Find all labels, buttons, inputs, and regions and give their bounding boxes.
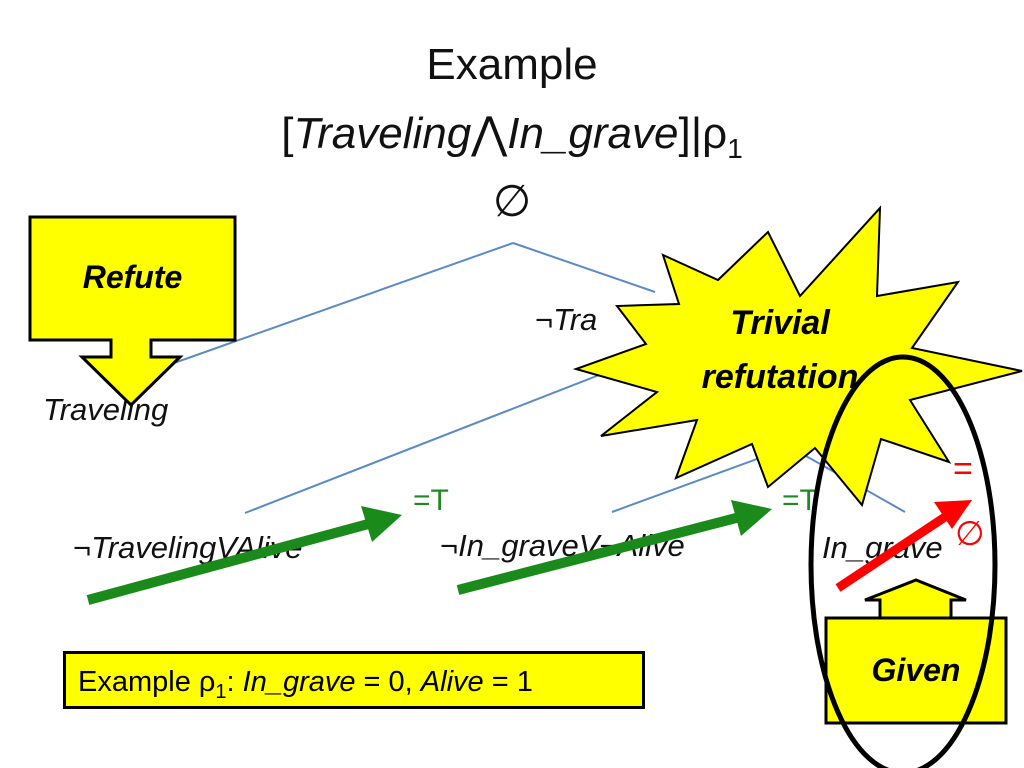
title-term-in-grave: In_grave	[507, 109, 679, 158]
caption-colon: :	[226, 666, 243, 698]
title-bracket-close: ]|ρ	[678, 109, 728, 158]
given-callout-arrow	[824, 578, 1008, 725]
starburst-label-line-2: refutation	[701, 358, 859, 396]
title-line-1: Example	[426, 40, 598, 89]
given-label: Given	[871, 652, 961, 688]
leaf-traveling: Traveling	[43, 392, 169, 427]
green-arrow-1	[86, 506, 402, 605]
caption-subscript: 1	[215, 680, 227, 703]
tree-edge-node-clause1	[244, 369, 613, 514]
refute-label: Refute	[82, 259, 183, 295]
tree-edge-root-left	[159, 242, 514, 369]
red-arrow	[835, 500, 972, 592]
example-assignment-box: Example ρ1: In_grave = 0, Alive = 1	[63, 651, 645, 709]
mark-true-1: =T	[413, 484, 449, 517]
tree-edge-root-right	[512, 242, 656, 293]
title-term-traveling: Traveling	[293, 109, 472, 158]
given-ellipse	[808, 354, 998, 768]
trivial-refutation-starburst	[572, 205, 1023, 508]
title-and-operator: ⋀	[471, 109, 508, 158]
caption-var-alive: Alive	[420, 666, 484, 698]
node-right-partial: ¬Tra	[535, 302, 598, 337]
caption-var-in-grave: In_grave	[242, 666, 356, 698]
caption-prefix: Example ρ	[78, 666, 216, 698]
title-bracket-open: [	[281, 109, 294, 158]
refute-callout-arrow	[28, 215, 237, 408]
mark-equals: =	[953, 450, 973, 488]
green-arrow-2	[456, 500, 772, 595]
mark-empty-set: ∅	[955, 515, 985, 553]
title-line-2: [Traveling⋀In_grave]|ρ1	[0, 108, 1024, 165]
caption-eq2: = 1	[483, 666, 533, 698]
title-empty-set: ∅	[492, 177, 532, 226]
starburst-label-line-1: Trivial	[730, 304, 830, 342]
title-subscript: 1	[727, 132, 743, 164]
caption-eq1: = 0,	[355, 666, 421, 698]
